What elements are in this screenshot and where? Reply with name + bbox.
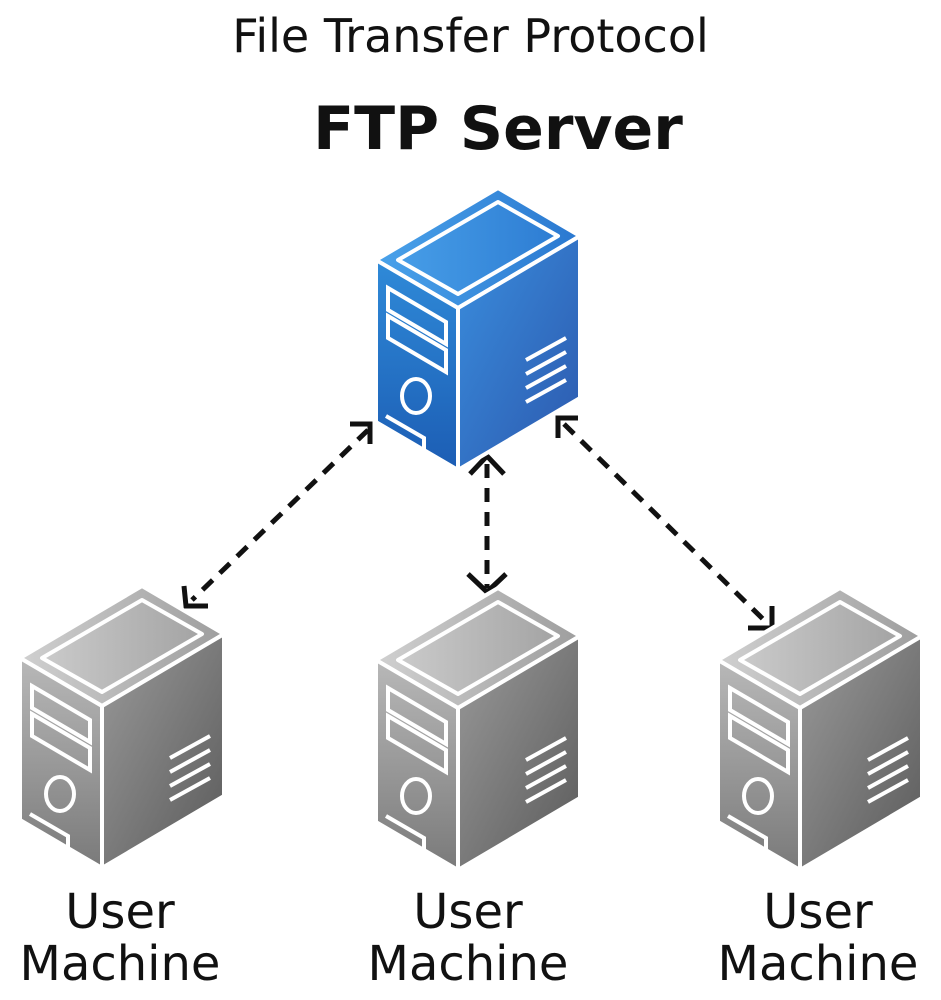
arrow-head-server-middle [468, 452, 506, 476]
computer-tower-icon-3 [716, 586, 924, 872]
computer-tower-icon-1 [18, 584, 226, 870]
connector-server-client1 [190, 428, 370, 602]
client-label-1-line1: User [65, 884, 175, 940]
connector-server-client3 [562, 422, 768, 624]
client-label-3-line2: Machine [717, 936, 919, 992]
client-label-2-line1: User [413, 884, 523, 940]
client-label-2: User Machine [338, 886, 598, 990]
client-label-3: User Machine [688, 886, 941, 990]
client-label-1: User Machine [0, 886, 250, 990]
client-label-2-line2: Machine [367, 936, 569, 992]
diagram-title: File Transfer Protocol [232, 9, 709, 63]
arrow-head-client1 [181, 585, 208, 609]
arrow-head-client2 [466, 572, 508, 596]
server-tower-icon [374, 186, 582, 472]
server-label: FTP Server [313, 94, 683, 164]
computer-tower-icon-2 [374, 586, 582, 872]
client-label-1-line2: Machine [19, 936, 221, 992]
arrow-head-server-left [350, 421, 373, 444]
client-label-3-line1: User [763, 884, 873, 940]
arrow-head-server-right [555, 415, 578, 438]
